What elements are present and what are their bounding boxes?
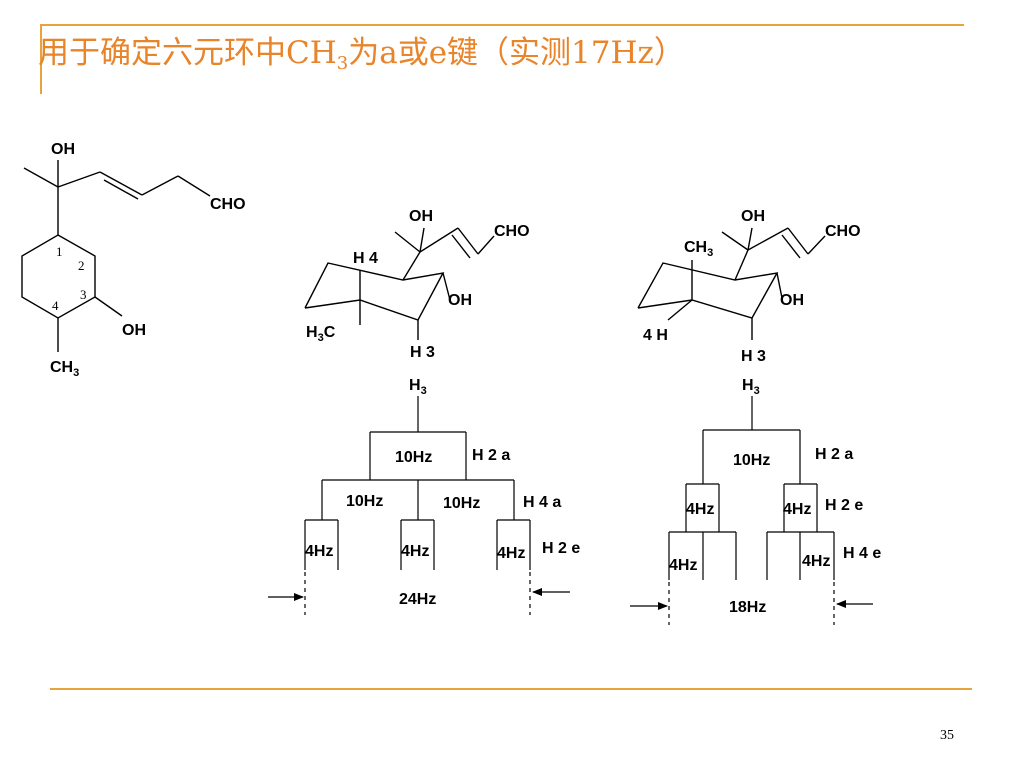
chain-bond: [402, 251, 421, 281]
structure-right: [637, 227, 826, 340]
mid-tree-total: 24Hz: [399, 591, 436, 608]
vinyl-bond: [419, 227, 459, 253]
double-bond-inner: [103, 179, 139, 200]
mid-h4: H 4: [353, 250, 378, 267]
structure-middle: [304, 227, 495, 340]
chain-bond-2: [141, 175, 179, 196]
right-tree-level3-coupling-2: 4Hz: [802, 553, 830, 570]
mid-tree-level2-coupling-2: 10Hz: [443, 495, 480, 512]
mid-oh-ring: OH: [448, 292, 472, 309]
chain-bond-1: [57, 171, 101, 188]
methyl-bond: [721, 231, 749, 251]
right-tree-total: 18Hz: [729, 599, 766, 616]
right-tree-level3-coupling-1: 4Hz: [669, 557, 697, 574]
top-accent-line: [40, 24, 964, 26]
right-h4: 4 H: [643, 327, 668, 344]
double-bond-inner: [781, 234, 801, 259]
right-tree-proton: H3: [742, 377, 760, 397]
cho-bond: [477, 235, 495, 255]
oh-ring-bond: [776, 272, 783, 299]
double-bond: [457, 227, 479, 255]
chair-ring: [637, 262, 779, 319]
bottom-accent-line: [50, 688, 972, 690]
mid-tree-proton: H3: [409, 377, 427, 397]
right-h3: H 3: [741, 348, 766, 365]
ring-number-2: 2: [78, 258, 85, 273]
right-tree-level3-label: H 4 e: [843, 545, 881, 562]
methyl-bond: [394, 231, 421, 253]
right-cho: CHO: [825, 223, 861, 240]
vinyl-bond: [747, 227, 789, 251]
right-oh-ring: OH: [780, 292, 804, 309]
right-tree-level1-coupling: 10Hz: [733, 452, 770, 469]
methyl-bond: [23, 167, 59, 188]
mid-tree-level2-label: H 4 a: [523, 494, 561, 511]
oh-bond: [419, 227, 425, 253]
oh-bond: [747, 227, 753, 251]
oh-ring-bond: [442, 272, 451, 301]
slide-title: 用于确定六元环中CH3为a或e键（实测17Hz）: [38, 38, 685, 73]
mid-tree-level2-coupling-1: 10Hz: [346, 493, 383, 510]
title-prefix: 用于确定六元环中CH: [38, 35, 337, 71]
splitting-tree-middle: [268, 396, 570, 615]
left-ch3: CH3: [50, 359, 79, 379]
mid-h3: H 3: [410, 344, 435, 361]
mid-oh-top: OH: [409, 208, 433, 225]
page-number: 35: [940, 728, 954, 743]
mid-tree-level1-label: H 2 a: [472, 447, 510, 464]
double-bond-line: [99, 171, 143, 196]
mid-tree-level3-label: H 2 e: [542, 540, 580, 557]
title-subscript: 3: [336, 53, 349, 74]
left-oh-top: OH: [51, 141, 75, 158]
mid-tree-level3-coupling-2: 4Hz: [401, 543, 429, 560]
chair-ring: [304, 262, 445, 321]
mid-h3c: H3C: [306, 324, 336, 344]
right-tree-level2-label: H 2 e: [825, 497, 863, 514]
mid-tree-level1-coupling: 10Hz: [395, 449, 432, 466]
ring-number-1: 1: [56, 244, 63, 259]
mid-tree-level3-coupling-1: 4Hz: [305, 543, 333, 560]
h4-bond: [667, 299, 693, 321]
left-accent-line: [40, 24, 42, 94]
right-ch3: CH3: [684, 239, 713, 259]
right-tree-level1-label: H 2 a: [815, 446, 853, 463]
chain-bond: [734, 249, 749, 281]
mid-cho: CHO: [494, 223, 530, 240]
double-bond: [787, 227, 809, 255]
double-bond-inner: [451, 234, 471, 259]
ring-number-4: 4: [52, 298, 59, 313]
structure-left: [21, 160, 211, 352]
left-oh-ring: OH: [122, 322, 146, 339]
chain-bond-3: [177, 175, 211, 197]
cho-bond: [807, 235, 826, 255]
right-tree-level2-coupling-1: 4Hz: [686, 501, 714, 518]
left-cho: CHO: [210, 196, 246, 213]
mid-tree-level3-coupling-3: 4Hz: [497, 545, 525, 562]
right-oh-top: OH: [741, 208, 765, 225]
ring-number-3: 3: [80, 287, 87, 302]
splitting-tree-right: [630, 396, 873, 625]
title-suffix: 为a或e键（实测17Hz）: [348, 35, 685, 71]
ring-oh-bond: [94, 296, 123, 317]
right-tree-level2-coupling-2: 4Hz: [783, 501, 811, 518]
